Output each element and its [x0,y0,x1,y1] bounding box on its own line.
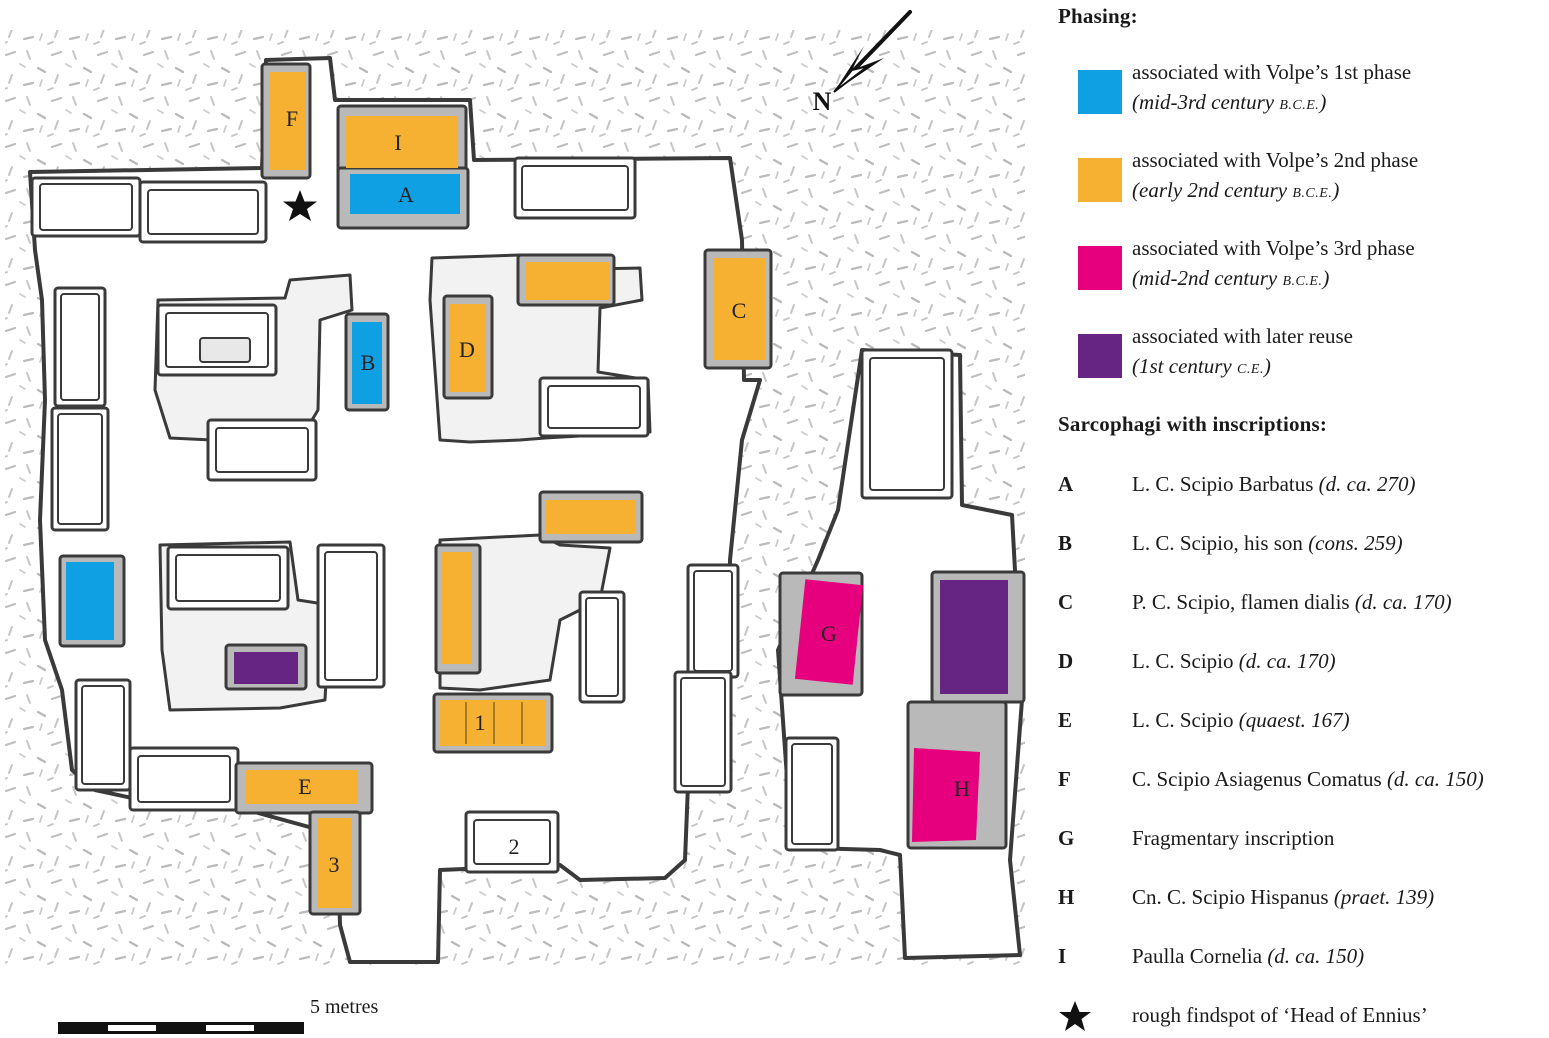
phase3-label: associated with Volpe’s 3rd phase [1132,236,1415,260]
sarcophagus-D[interactable] [450,304,486,392]
phase3-swatch [1078,246,1122,290]
inscription-date: (d. ca. 150) [1386,767,1484,791]
inscription-key: F [1058,767,1071,791]
inscription-date: (d. ca. 270) [1318,472,1416,496]
phase1-era: B.C.E. [1279,98,1320,113]
inscription-key: I [1058,944,1067,968]
phase2-close: ) [1332,178,1340,202]
reuse-label: associated with later reuse [1132,324,1353,348]
inscriptions-title: Sarcophagi with inscriptions: [1058,412,1328,436]
phase1-label: associated with Volpe’s 1st phase [1132,60,1412,84]
phase2-era: B.C.E. [1292,186,1333,201]
star-icon [1059,1001,1091,1031]
inscription-name: L. C. Scipio Barbatus [1132,472,1319,496]
inscription-date: (cons. 259) [1308,531,1403,555]
inscription-key: H [1058,885,1075,909]
sarcophagus-A[interactable] [350,174,460,214]
label-B: B [361,350,376,375]
sarcophagus-F[interactable] [270,72,306,170]
phase1-close: ) [1319,90,1327,114]
phase3-date: (mid-2nd century [1132,266,1283,290]
north-label: N [813,87,832,116]
inscription-name: Paulla Cornelia [1132,944,1268,968]
phase1-sarcophagi [66,174,460,640]
sarcophagus-B[interactable] [352,322,382,404]
inscription-date: (d. ca. 150) [1267,944,1365,968]
label-D: D [459,337,475,362]
phase3-era: B.C.E. [1282,274,1323,289]
label-3: 3 [329,852,340,877]
label-2: 2 [509,834,520,859]
tomb-plan-map: F I A C B D 1 G E H 2 3 N [5,10,1026,1034]
label-G: G [821,621,837,646]
reuse-close: ) [1263,354,1271,378]
reuse-date: (1st century [1132,354,1237,378]
sarcophagus-G[interactable] [794,579,864,685]
inscription-name: C. Scipio Asiagenus Comatus [1132,767,1387,791]
phase1-date: (mid-3rd century [1132,90,1280,114]
inscription-key: B [1058,531,1073,555]
inscription-date: (quaest. 167) [1238,708,1350,732]
findspot-label: rough findspot of ‘Head of Ennius’ [1132,1003,1428,1027]
label-I: I [394,130,401,155]
reuse-era: C.E. [1236,362,1264,377]
unassigned-sarcophagi [30,156,954,874]
inscription-name: Cn. C. Scipio Hispanus [1132,885,1334,909]
north-arrow-icon [833,10,912,93]
findspot-star-icon [283,190,317,221]
sarcophagus-labels: F I A C B D 1 G E H 2 3 [286,106,970,877]
reuse-swatch [1078,334,1122,378]
inscription-name: Fragmentary inscription [1132,826,1335,850]
inscription-key: D [1058,649,1074,673]
inscription-key: G [1058,826,1075,850]
label-H: H [954,776,970,801]
label-1: 1 [475,710,486,735]
phase2-date: (early 2nd century [1132,178,1293,202]
inscription-date: (d. ca. 170) [1354,590,1452,614]
sarcophagus-E[interactable] [246,770,358,804]
phase2-sarcophagi [246,72,765,908]
label-E: E [298,774,311,799]
phase1-swatch [1078,70,1122,114]
sarcophagus-orange-mid[interactable] [546,500,636,534]
sarcophagus-3[interactable] [318,818,352,908]
phase3-close: ) [1322,266,1330,290]
label-A: A [398,182,414,207]
inscription-key: A [1058,472,1074,496]
inscription-name: P. C. Scipio, flamen dialis [1132,590,1355,614]
sarcophagus-H[interactable] [912,748,980,842]
inscription-date: (praet. 139) [1333,885,1435,909]
scale-bar [58,1022,304,1034]
sarcophagus-orange-n[interactable] [526,262,610,300]
inscription-date: (d. ca. 170) [1238,649,1336,673]
inscription-name: L. C. Scipio [1132,649,1239,673]
phase2-swatch [1078,158,1122,202]
sarcophagus-purple-annex[interactable] [940,580,1008,694]
sarcophagus-I[interactable] [346,116,458,168]
phasing-title: Phasing: [1058,4,1138,28]
sarcophagus-C[interactable] [713,258,765,360]
inscription-name: L. C. Scipio, his son [1132,531,1309,555]
phase3-sarcophagi [794,579,980,842]
sarcophagus-orange-w[interactable] [442,552,472,664]
reuse-sarcophagi [234,580,1008,694]
scale-label: 5 metres [310,996,379,1018]
inscription-key: E [1058,708,1073,732]
label-C: C [732,298,747,323]
sarcophagus-blue-west[interactable] [66,562,114,640]
inscription-name: L. C. Scipio [1132,708,1239,732]
sarcophagus-purple-west[interactable] [234,652,298,684]
sarcophagus-1[interactable] [440,700,546,746]
label-F: F [286,106,298,131]
phase2-label: associated with Volpe’s 2nd phase [1132,148,1419,172]
legend-panel: Phasing: associated with Volpe’s 1st pha… [1050,0,1549,1038]
inscription-key: C [1058,590,1074,614]
